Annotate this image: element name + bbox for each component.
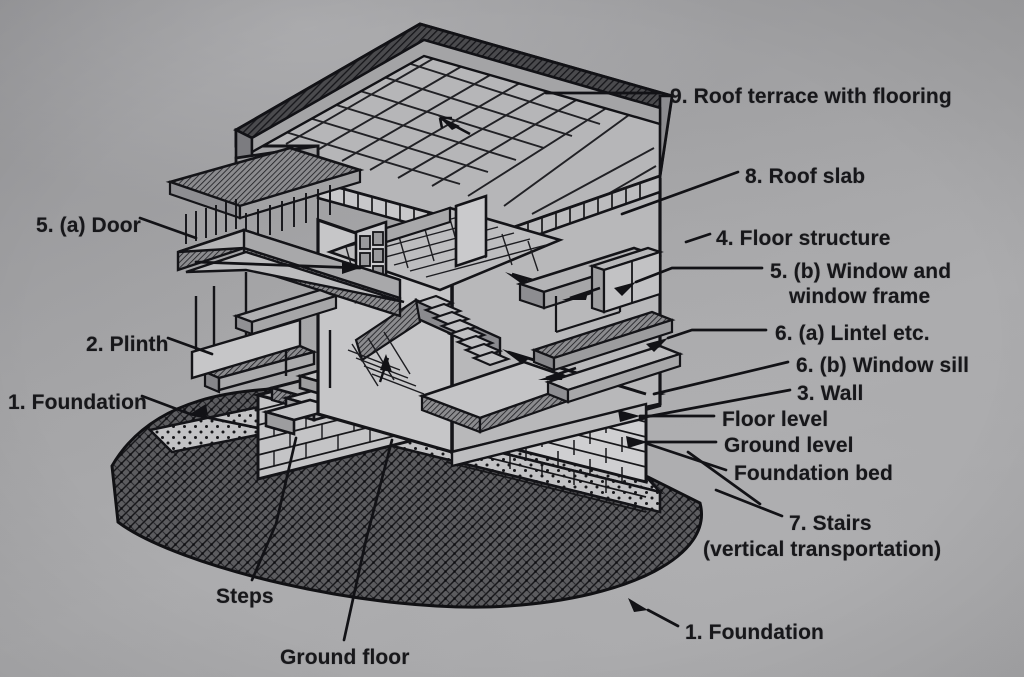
label-window-frame-line1: 5. (b) Window and [770, 260, 952, 283]
leader-arrowheads [190, 262, 668, 612]
lintel-part [530, 310, 676, 372]
label-floor-level: Floor level [722, 408, 829, 431]
roof-terrace [233, 22, 675, 250]
label-floor-structure: 4. Floor structure [716, 227, 891, 250]
window-sill-part [544, 344, 684, 404]
label-ground-floor: Ground floor [280, 646, 410, 669]
leader-lines [138, 91, 792, 642]
label-ground-level: Ground level [724, 434, 854, 457]
label-stairs-line2: (vertical transportation) [703, 538, 942, 561]
upper-floor-interior [326, 194, 564, 300]
label-steps: Steps [216, 585, 274, 608]
label-foundation-bed: Foundation bed [734, 462, 893, 485]
label-window-frame-line2: window frame [789, 285, 931, 308]
label-door: 5. (a) Door [36, 214, 141, 237]
label-window-sill: 6. (b) Window sill [796, 354, 970, 377]
staircase [347, 294, 647, 434]
label-lintel: 6. (a) Lintel etc. [775, 322, 930, 345]
label-foundation-right: 1. Foundation [685, 621, 824, 644]
label-wall: 3. Wall [797, 382, 864, 405]
label-foundation-left: 1. Foundation [8, 391, 147, 414]
label-roof-slab: 8. Roof slab [745, 165, 866, 188]
label-plinth: 2. Plinth [86, 333, 169, 356]
label-roof-terrace: 9. Roof terrace with flooring [670, 85, 952, 108]
label-stairs-line1: 7. Stairs [789, 512, 872, 535]
